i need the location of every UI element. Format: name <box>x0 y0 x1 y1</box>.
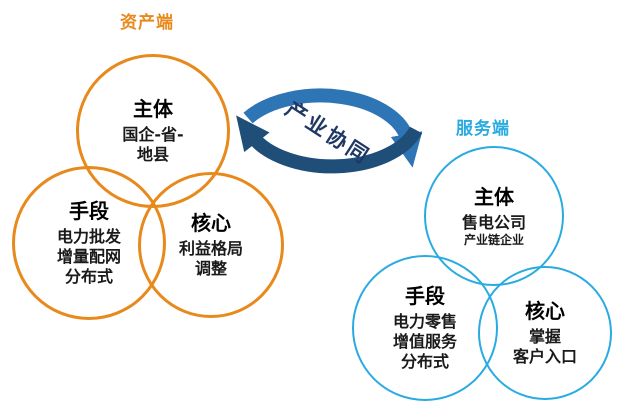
circle-line: 分布式 <box>64 267 113 286</box>
circle-line: 售电公司 <box>461 212 526 232</box>
circle-line: 地县 <box>136 145 169 164</box>
service-core-circle: 核心 掌握 客户入口 <box>478 266 612 400</box>
circle-line: 分布式 <box>400 352 449 371</box>
circle-line: 电力批发 <box>56 227 121 246</box>
circle-line: 掌握 <box>528 327 561 346</box>
circle-title: 主体 <box>474 184 514 209</box>
circle-line: 增量配网 <box>56 247 121 266</box>
circle-title: 手段 <box>69 199 109 223</box>
cycle-arrow-top <box>243 88 423 168</box>
circle-title: 手段 <box>405 284 445 308</box>
circle-line: 客户入口 <box>512 347 577 366</box>
asset-core-circle: 核心 利益格局 调整 <box>138 172 284 318</box>
service-subject-circle: 主体 售电公司 产业链企业 <box>424 146 564 286</box>
service-side-label: 服务端 <box>456 119 510 139</box>
asset-side-label: 资产端 <box>120 13 174 33</box>
circle-title: 核心 <box>191 211 231 235</box>
service-means-circle: 手段 电力零售 增值服务 分布式 <box>352 255 498 401</box>
cycle-label: 产业协同 <box>281 97 375 169</box>
circle-title: 核心 <box>525 299 565 323</box>
cycle-arrow-bottom <box>236 115 423 174</box>
circle-line: 国企-省- <box>122 125 184 144</box>
circle-line: 电力零售 <box>392 312 457 331</box>
circle-line: 增值服务 <box>392 332 457 351</box>
circle-line: 调整 <box>194 259 227 278</box>
circle-line: 产业链企业 <box>463 232 524 247</box>
circle-line: 利益格局 <box>178 239 243 258</box>
circle-title: 主体 <box>133 97 173 121</box>
